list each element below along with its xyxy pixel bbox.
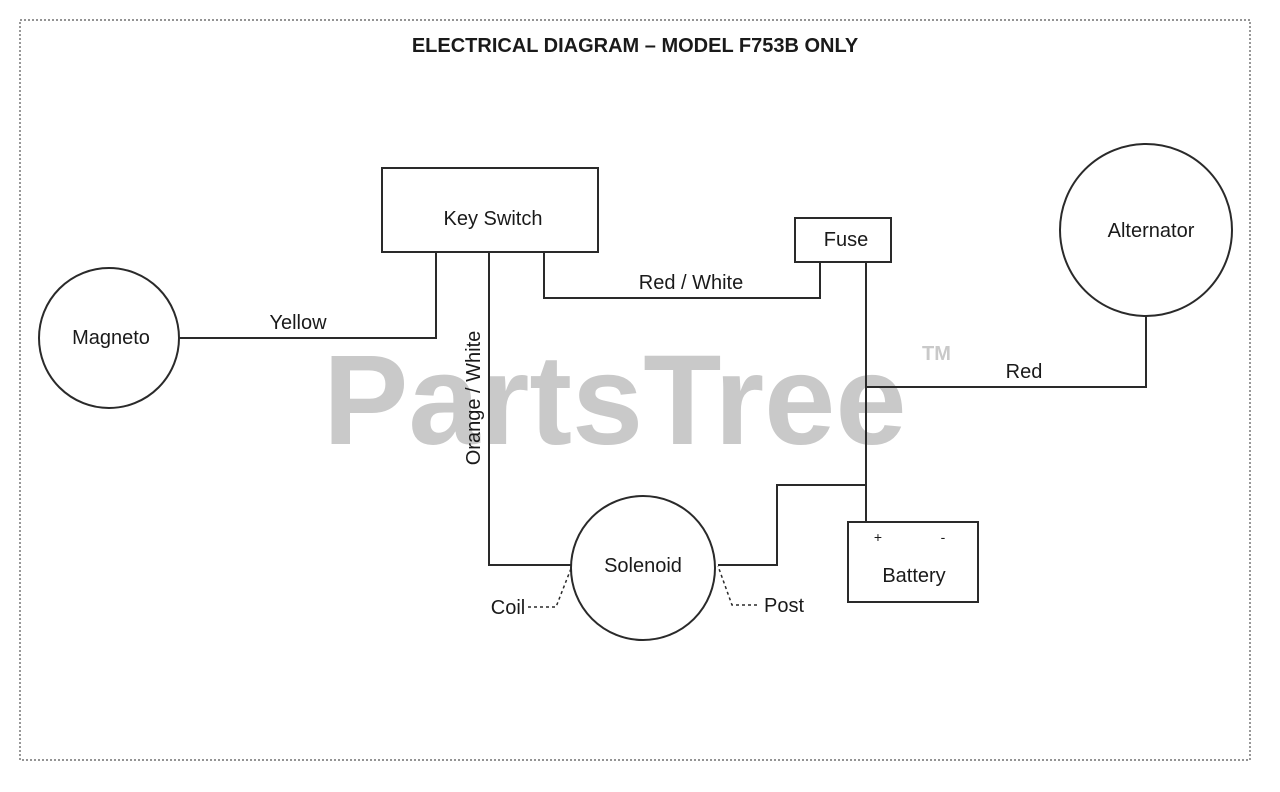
wire-post-battery (718, 484, 866, 566)
battery: + - Battery (847, 521, 979, 603)
magneto: Magneto (38, 267, 180, 409)
fuse: Fuse (794, 217, 892, 263)
alternator: Alternator (1059, 143, 1233, 317)
solenoid: Solenoid (570, 495, 716, 641)
alternator-label: Alternator (1108, 220, 1195, 242)
solenoid-label: Solenoid (604, 555, 682, 577)
wire-label-yellow: Yellow (269, 312, 327, 334)
battery-minus-label: - (941, 529, 946, 545)
post-label: Post (764, 595, 804, 617)
key-switch: Key Switch (381, 167, 599, 253)
watermark-trademark: TM (922, 343, 951, 365)
wire-yellow (178, 252, 437, 339)
wire-label-red: Red (1006, 361, 1043, 383)
wire-orange-white (488, 252, 574, 566)
post-leader (717, 565, 757, 606)
fuse-label: Fuse (824, 229, 868, 251)
wire-red (866, 314, 1147, 388)
wire-red-white (543, 252, 821, 299)
magneto-label: Magneto (72, 327, 150, 349)
key-switch-label: Key Switch (444, 208, 543, 230)
diagram-title: ELECTRICAL DIAGRAM – MODEL F753B ONLY (412, 35, 859, 57)
watermark-text: PartsTree (323, 329, 907, 472)
coil-label: Coil (491, 597, 525, 619)
wire-label-red-white: Red / White (639, 272, 743, 294)
coil-leader (528, 565, 573, 608)
battery-label: Battery (882, 565, 945, 587)
diagram-border (19, 19, 1251, 761)
wire-label-orange-white: Orange / White (463, 331, 485, 466)
battery-plus-label: + (874, 529, 882, 545)
